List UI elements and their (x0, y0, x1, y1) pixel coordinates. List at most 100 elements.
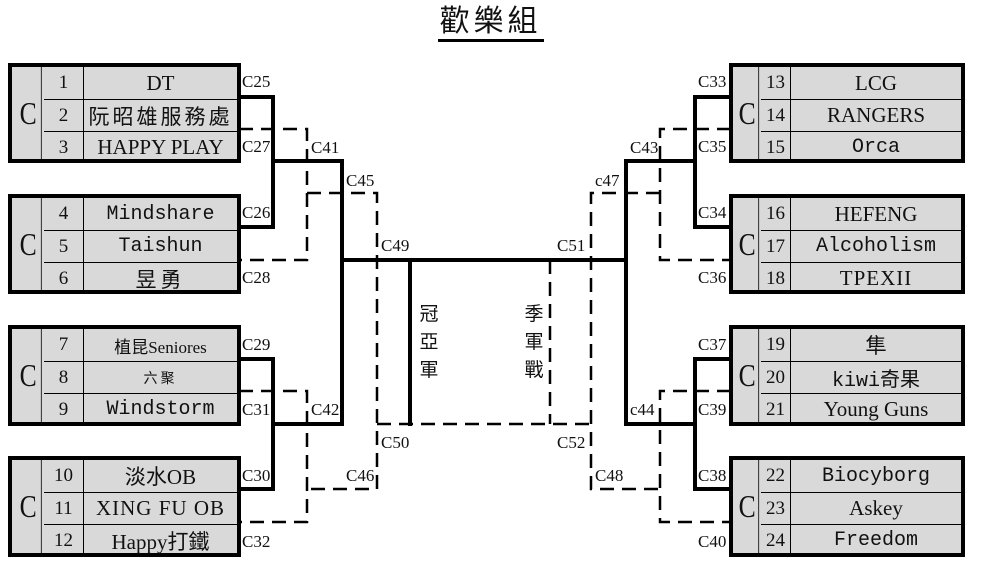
team-name: 淡水OB (124, 465, 197, 489)
team-name: 植昆Seniores (114, 337, 207, 357)
line-c35-c36 (658, 127, 731, 262)
team-name: DT (146, 70, 175, 95)
team-name: 阮昭雄服務處 (88, 104, 233, 129)
team-seed: 23 (761, 493, 791, 524)
line-c39-c40 (658, 389, 731, 524)
bracket-title: 歡樂組 (0, 4, 981, 42)
team-name: 隼 (865, 334, 887, 358)
group-letter: C (736, 329, 760, 422)
line-c47-c48 (589, 191, 660, 491)
team-row: 1 DT (44, 67, 237, 99)
team-seed: 24 (761, 525, 791, 556)
team-name: 六聚 (143, 371, 178, 387)
team-row: 5 Taishun (44, 230, 237, 262)
team-row: 22 Biocyborg (761, 460, 961, 492)
team-seed: 2 (44, 100, 84, 131)
line-c27-c28 (239, 127, 309, 262)
match-label-c40: C40 (698, 532, 727, 551)
match-label-c50: C50 (381, 433, 410, 452)
match-label-c37: C37 (698, 335, 727, 354)
team-name: HAPPY PLAY (97, 135, 224, 159)
team-name: kiwi奇果 (831, 369, 920, 393)
team-seed: 15 (761, 132, 791, 163)
line-c31-c32 (239, 389, 309, 524)
team-seed: 17 (761, 231, 791, 262)
team-row: 3 HAPPY PLAY (44, 131, 237, 163)
team-row: 10 淡水OB (44, 460, 237, 492)
team-seed: 7 (44, 329, 84, 361)
match-label-c38: C38 (698, 466, 727, 485)
group-2: C 4 Mindshare 5 Taishun 6 昱勇 (8, 194, 241, 294)
group-7: C 19 隼 20 kiwi奇果 21 Young Guns (729, 325, 965, 426)
team-name: Happy打鐵 (111, 529, 210, 554)
match-label-c48: C48 (595, 466, 624, 485)
team-seed: 3 (44, 132, 84, 163)
team-row: 7 植昆Seniores (44, 329, 237, 361)
team-seed: 8 (44, 362, 84, 393)
group-letter: C (15, 329, 42, 422)
match-label-c41: C41 (311, 138, 340, 157)
match-label-c42: C42 (311, 400, 340, 419)
team-seed: 5 (44, 231, 84, 262)
team-seed: 10 (44, 460, 84, 492)
match-label-c49: C49 (381, 236, 410, 255)
team-seed: 13 (761, 67, 791, 99)
team-seed: 6 (44, 263, 84, 294)
team-name: TPEXII (839, 266, 913, 290)
team-row: 23 Askey (761, 492, 961, 524)
group-8: C 22 Biocyborg 23 Askey 24 Freedom (729, 456, 965, 557)
team-row: 19 隼 (761, 329, 961, 361)
team-seed: 20 (761, 362, 791, 393)
team-row: 6 昱勇 (44, 262, 237, 294)
team-name: LCG (855, 70, 897, 95)
match-label-c29: C29 (242, 335, 271, 354)
team-row: 13 LCG (761, 67, 961, 99)
team-seed: 21 (761, 394, 791, 425)
team-seed: 16 (761, 198, 791, 230)
team-seed: 11 (44, 493, 84, 524)
group-letter: C (736, 460, 760, 553)
team-row: 8 六聚 (44, 361, 237, 393)
team-seed: 4 (44, 198, 84, 230)
team-name: 昱勇 (135, 267, 186, 292)
match-label-c25: C25 (242, 72, 271, 91)
match-label-c32: C32 (242, 532, 271, 551)
team-seed: 18 (761, 263, 791, 294)
group-4: C 10 淡水OB 11 XING FU OB 12 Happy打鐵 (8, 456, 241, 557)
team-row: 12 Happy打鐵 (44, 524, 237, 556)
match-label-c43: C43 (630, 138, 659, 157)
team-name: Askey (849, 496, 903, 520)
team-row: 9 Windstorm (44, 393, 237, 425)
group-3: C 7 植昆Seniores 8 六聚 9 Windstorm (8, 325, 241, 426)
team-name: Biocyborg (821, 464, 931, 488)
group-1: C 1 DT 2 阮昭雄服務處 3 HAPPY PLAY (8, 63, 241, 163)
team-seed: 1 (44, 67, 84, 99)
group-letter: C (15, 67, 42, 159)
team-row: 21 Young Guns (761, 393, 961, 425)
match-label-c30: C30 (242, 466, 271, 485)
team-name: Alcoholism (815, 235, 937, 258)
match-label-c45: C45 (346, 171, 375, 190)
team-seed: 14 (761, 100, 791, 131)
team-row: 11 XING FU OB (44, 492, 237, 524)
group-6: C 16 HEFENG 17 Alcoholism 18 TPEXII (729, 194, 965, 294)
team-name: Orca (851, 136, 900, 159)
team-row: 20 kiwi奇果 (761, 361, 961, 393)
line-c43-c44 (624, 159, 697, 426)
team-name: Young Guns (823, 397, 929, 421)
third-place-label: 季 軍 戰 (524, 303, 544, 381)
line-c45-c46 (307, 191, 379, 491)
team-name: XING FU OB (95, 496, 225, 520)
team-row: 24 Freedom (761, 524, 961, 556)
match-label-c51: C51 (557, 236, 586, 255)
match-label-c27: C27 (242, 137, 271, 156)
team-row: 16 HEFENG (761, 198, 961, 230)
group-letter: C (736, 198, 760, 290)
match-label-c44: c44 (630, 400, 655, 419)
team-seed: 9 (44, 394, 84, 425)
match-label-c33: C33 (698, 72, 727, 91)
team-row: 15 Orca (761, 131, 961, 163)
team-seed: 19 (761, 329, 791, 361)
team-seed: 22 (761, 460, 791, 492)
